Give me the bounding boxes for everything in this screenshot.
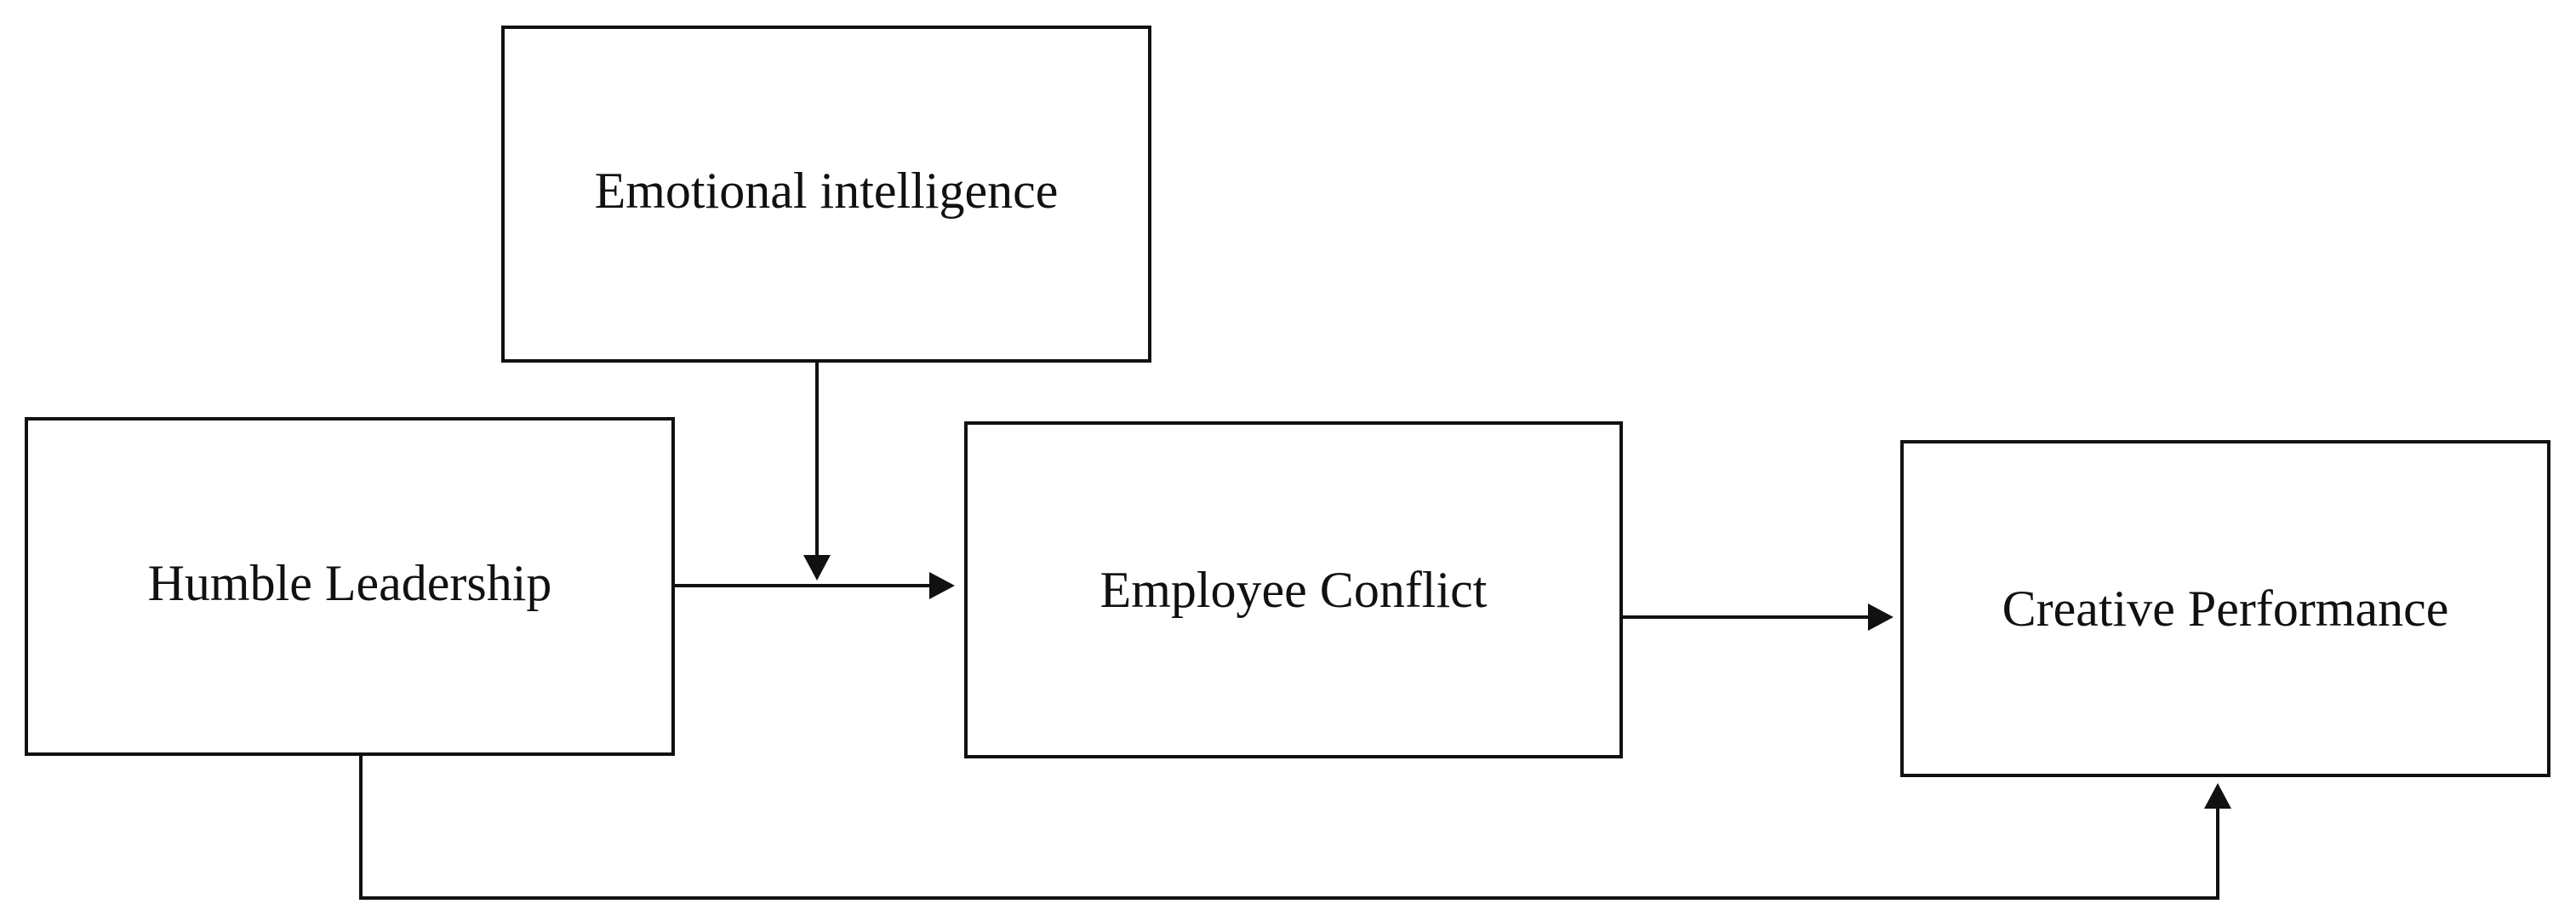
arrowhead-humble-to-conflict [929, 572, 955, 599]
node-employee-conflict: Employee Conflict [964, 421, 1623, 758]
node-label-employee-conflict: Employee Conflict [1100, 561, 1488, 618]
node-label-creative-performance: Creative Performance [2002, 580, 2449, 637]
edge-humble-to-creative [359, 756, 2219, 900]
node-label-emotional-intelligence: Emotional intelligence [594, 162, 1059, 219]
node-creative-performance: Creative Performance [1900, 440, 2550, 777]
arrowhead-humble-to-creative [2204, 783, 2231, 809]
node-emotional-intelligence: Emotional intelligence [501, 26, 1151, 363]
arrowhead-emotional-moderation [803, 555, 831, 581]
node-label-humble-leadership: Humble Leadership [147, 554, 552, 611]
arrowhead-conflict-to-creative [1868, 604, 1893, 631]
node-humble-leadership: Humble Leadership [25, 417, 675, 756]
